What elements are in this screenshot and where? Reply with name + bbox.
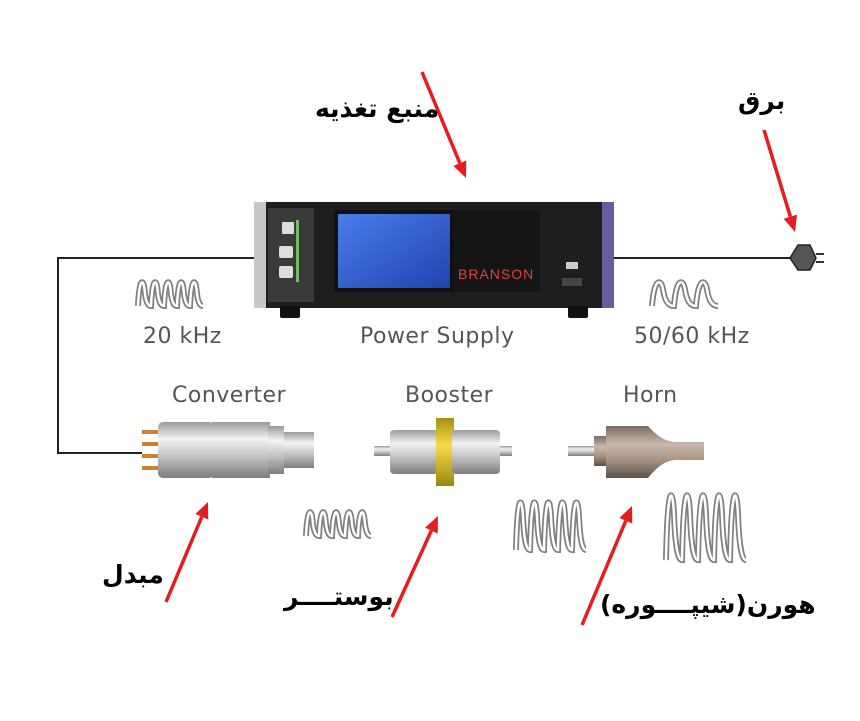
converter-label: Converter: [172, 383, 287, 408]
booster-component: [374, 418, 512, 486]
power-supply-unit: [254, 202, 614, 318]
wave-mains-inner: [650, 280, 719, 308]
wire-left: [57, 257, 254, 454]
wave-converter-output-inner: [304, 510, 372, 538]
pointer-arrows: [164, 71, 798, 626]
brand-logo-text: BRANSON: [458, 266, 535, 282]
wave-horn-output-inner: [664, 494, 747, 562]
wave-20khz-inner: [136, 280, 204, 308]
persian-label-power-supply: منبع تغذیه: [315, 94, 440, 123]
power-supply-label: Power Supply: [360, 324, 515, 349]
arrow-power-supply: [420, 71, 467, 178]
arrow-converter: [164, 502, 209, 603]
frequency-label-right: 50/60 kHz: [634, 324, 750, 349]
persian-label-converter: مبدل: [102, 560, 164, 589]
arrow-booster: [390, 516, 438, 618]
arrow-horn: [580, 506, 633, 626]
converter-component: [142, 422, 314, 478]
persian-label-mains: برق: [738, 86, 786, 115]
arrow-mains: [762, 129, 798, 232]
horn-label: Horn: [623, 383, 678, 408]
wave-signals: [135, 279, 747, 564]
persian-label-horn: هورن(شیپــــوره): [600, 590, 816, 619]
wave-booster-output-inner: [514, 501, 587, 552]
horn-component: [568, 426, 704, 478]
persian-label-booster: بوستــــر: [284, 582, 394, 611]
booster-label: Booster: [405, 383, 494, 408]
frequency-label-left: 20 kHz: [143, 324, 222, 349]
display-screen: [338, 214, 450, 288]
mains-plug-icon: [789, 244, 824, 271]
